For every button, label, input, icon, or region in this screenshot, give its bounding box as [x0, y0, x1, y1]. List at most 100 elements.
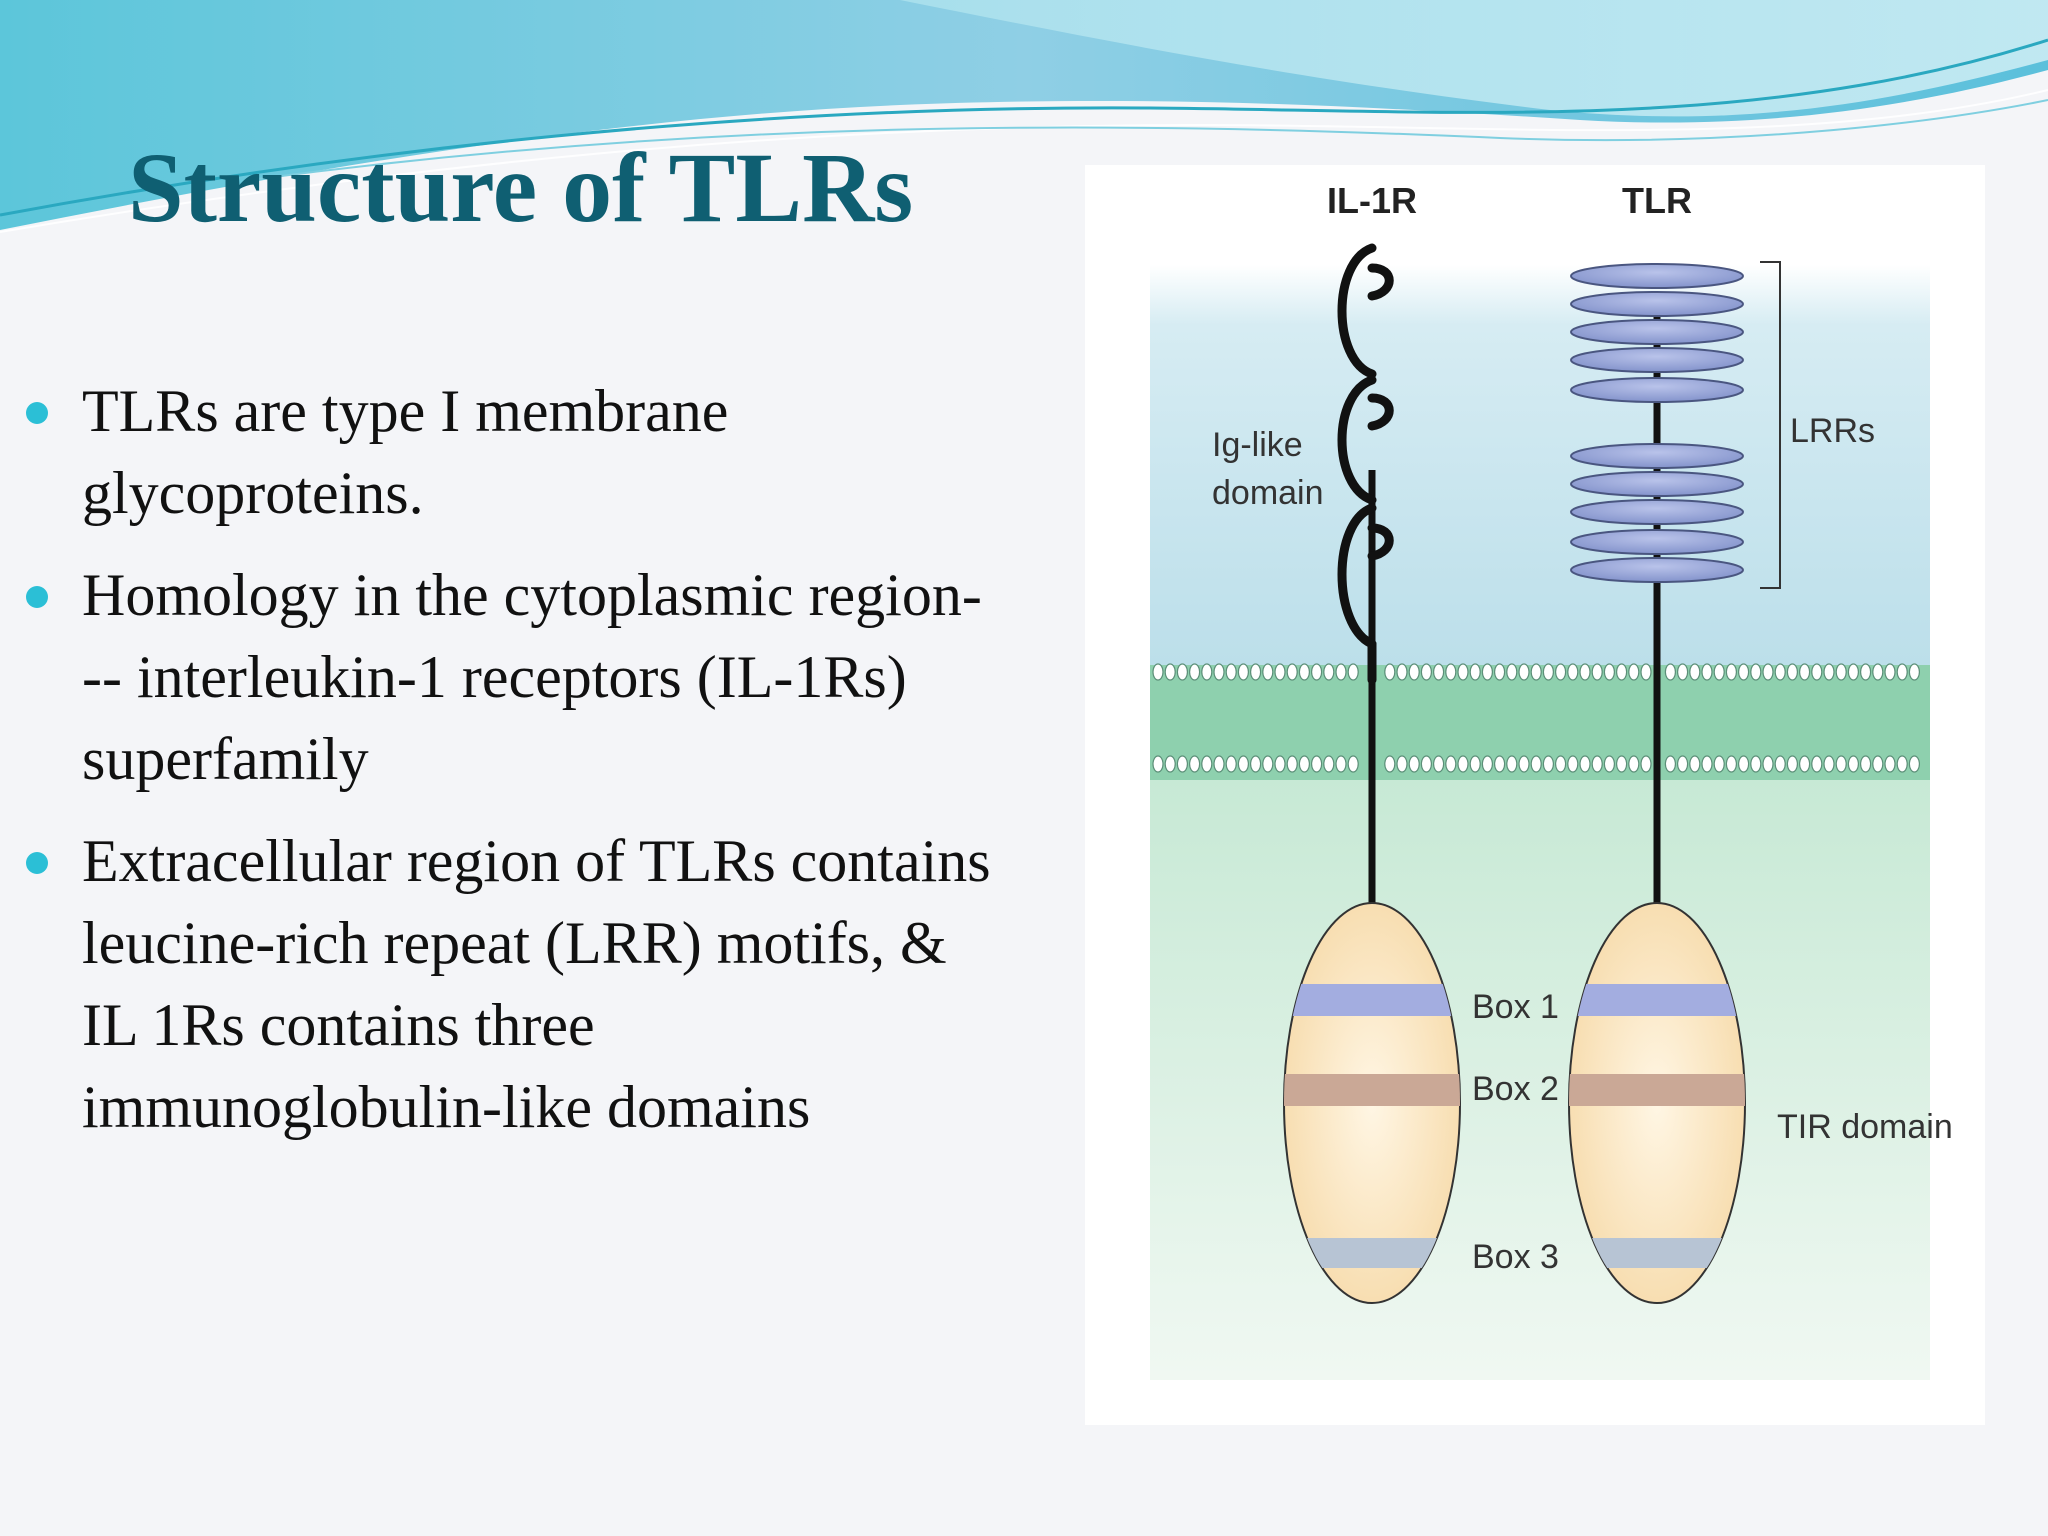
lipid-head — [1737, 755, 1750, 773]
bullet-list: TLRs are type I membrane glycoproteins. … — [0, 370, 1000, 1168]
lipid-head — [1469, 663, 1481, 681]
lipid-head — [1725, 755, 1738, 773]
box2-label: Box 2 — [1472, 1070, 1559, 1108]
lipid-heads — [1152, 663, 1921, 773]
lipid-head — [1530, 663, 1542, 681]
lipid-head — [1225, 755, 1237, 773]
lrr-disc — [1570, 557, 1744, 583]
lipid-head — [1615, 755, 1628, 773]
tir-domain-label: TIR domain — [1777, 1108, 1953, 1146]
bullet-icon — [26, 402, 48, 424]
lipid-head — [1262, 663, 1274, 681]
lipid-head — [1420, 755, 1433, 773]
lipid-head — [1689, 755, 1701, 773]
lipid-head — [1762, 663, 1774, 681]
lrr-disc — [1570, 529, 1744, 555]
lipid-head — [1750, 663, 1762, 681]
lrr-bracket — [1760, 261, 1781, 589]
lipid-head — [1554, 755, 1567, 773]
lipid-head — [1750, 755, 1762, 773]
lipid-head — [1188, 755, 1201, 773]
lipid-head — [1249, 663, 1262, 681]
ig-like-domains — [1337, 243, 1394, 685]
box2-band — [1284, 1074, 1460, 1106]
lipid-head — [1737, 663, 1750, 681]
lipid-head — [1798, 663, 1811, 681]
lipid-head — [1152, 663, 1164, 681]
bullet-icon — [26, 852, 48, 874]
lipid-head — [1628, 755, 1640, 773]
lipid-head — [1884, 755, 1896, 773]
box3-label: Box 3 — [1472, 1238, 1559, 1276]
lipid-head — [1823, 755, 1835, 773]
lrr-disc — [1570, 347, 1744, 373]
lipid-head — [1445, 663, 1457, 681]
lipid-head — [1335, 663, 1347, 681]
lipid-head — [1908, 755, 1921, 773]
lipid-head — [1384, 755, 1396, 773]
lipid-head — [1493, 755, 1506, 773]
lrr-disc — [1570, 471, 1744, 497]
il1r-label: IL-1R — [1327, 180, 1417, 221]
ig-hook-3 — [1367, 523, 1394, 561]
lipid-head — [1274, 755, 1286, 773]
ig-like-label-line1: Ig-like — [1212, 426, 1303, 464]
lrr-disc — [1570, 443, 1744, 469]
lrr-stack — [1570, 263, 1744, 583]
tir-domain-tlr — [1568, 902, 1746, 1304]
lipid-head — [1225, 663, 1237, 681]
bullet-item: Homology in the cytoplasmic region--- in… — [0, 554, 1000, 800]
lipid-head — [1664, 663, 1677, 681]
lipid-head — [1725, 663, 1738, 681]
lipid-head — [1847, 755, 1860, 773]
lipid-head — [1249, 755, 1262, 773]
lipid-head — [1896, 663, 1908, 681]
lipid-head — [1201, 755, 1213, 773]
lipid-head — [1591, 663, 1603, 681]
tir-domain-il1r — [1283, 902, 1461, 1304]
lipid-head — [1518, 755, 1530, 773]
lipid-head — [1408, 755, 1420, 773]
cytoplasmic-region — [1150, 780, 1930, 1380]
lipid-head — [1164, 755, 1176, 773]
header-wave-decoration — [0, 0, 2048, 233]
bullet-icon — [26, 586, 48, 608]
lipid-head — [1811, 755, 1823, 773]
lrrs-label: LRRs — [1790, 412, 1875, 450]
bullet-item: Extracellular region of TLRs contains le… — [0, 820, 1000, 1148]
lipid-head — [1591, 755, 1603, 773]
lipid-head — [1384, 663, 1396, 681]
lipid-head — [1701, 755, 1713, 773]
lipid-head — [1542, 755, 1555, 773]
bullet-item: TLRs are type I membrane glycoproteins. — [0, 370, 1000, 534]
lipid-head — [1603, 755, 1616, 773]
lipid-head — [1493, 663, 1506, 681]
lipid-head — [1408, 663, 1420, 681]
lipid-head — [1347, 663, 1359, 681]
bullet-text: Homology in the cytoplasmic region--- in… — [82, 562, 982, 792]
lipid-head — [1310, 755, 1323, 773]
box1-band — [1284, 984, 1460, 1016]
lipid-head — [1396, 663, 1408, 681]
lrr-disc — [1570, 319, 1744, 345]
lipid-head — [1506, 755, 1518, 773]
lipid-head — [1506, 663, 1518, 681]
ig-hook-2 — [1367, 393, 1394, 431]
lipid-head — [1908, 663, 1921, 681]
lipid-head — [1676, 755, 1689, 773]
bullet-text: Extracellular region of TLRs contains le… — [82, 828, 991, 1140]
lipid-head — [1164, 663, 1176, 681]
lipid-head — [1835, 663, 1847, 681]
lipid-head — [1847, 663, 1860, 681]
lipid-head — [1884, 663, 1896, 681]
lipid-head — [1786, 663, 1799, 681]
lipid-head — [1762, 755, 1774, 773]
lipid-head — [1347, 755, 1359, 773]
lipid-head — [1323, 755, 1335, 773]
lipid-head — [1213, 755, 1225, 773]
lrr-disc — [1570, 291, 1744, 317]
lipid-head — [1811, 663, 1823, 681]
lipid-head — [1859, 755, 1872, 773]
lipid-head — [1774, 663, 1786, 681]
lrr-disc — [1570, 377, 1744, 403]
